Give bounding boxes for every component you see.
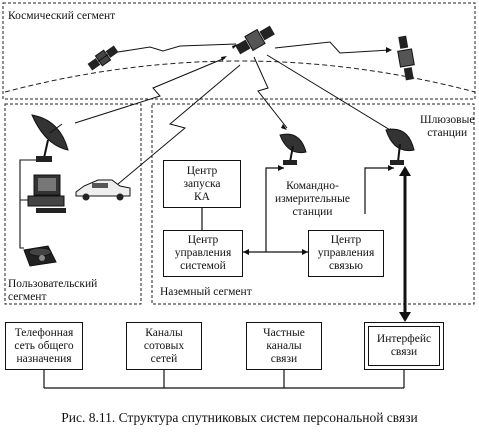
user-dish-icon bbox=[31, 114, 69, 162]
satellite-icon bbox=[87, 45, 119, 71]
phone-network-text: Телефонная сеть общего назначения bbox=[14, 326, 74, 365]
figure-caption: Рис. 8.11. Структура спутниковых систем … bbox=[61, 410, 418, 425]
satellite-icon bbox=[235, 25, 275, 55]
command-stations-label: Командно- измерительные станции bbox=[275, 180, 350, 218]
comm-interface-box: Интерфейс связи bbox=[364, 322, 444, 370]
launch-center-box: Центр запуска КА bbox=[163, 160, 241, 208]
launch-center-text: Центр запуска КА bbox=[183, 164, 221, 203]
user-wiring bbox=[19, 159, 36, 249]
space-segment-frame bbox=[2, 2, 476, 100]
car-icon bbox=[75, 179, 131, 201]
comm-to-gateway-line bbox=[364, 167, 394, 214]
cellular-channels-box: Каналы сотовых сетей bbox=[126, 322, 202, 370]
comm-control-text: Центр управления связью bbox=[317, 234, 375, 272]
intersat-link bbox=[274, 41, 391, 54]
space-segment-label: Космический сегмент bbox=[8, 10, 116, 22]
ground-segment-label: Наземный сегмент bbox=[160, 286, 252, 298]
comm-control-box: Центр управления связью bbox=[308, 230, 384, 277]
computer-icon bbox=[27, 174, 66, 213]
private-channels-text: Частные каналы связи bbox=[263, 326, 305, 365]
phone-network-box: Телефонная сеть общего назначения bbox=[5, 322, 83, 370]
radio-link bbox=[117, 64, 241, 185]
system-control-text: Центр управления системой bbox=[174, 234, 232, 272]
gateway-stations-label: Шлюзовые станции bbox=[420, 114, 475, 139]
command-dish-icon bbox=[279, 133, 307, 165]
intersat-link bbox=[117, 43, 237, 53]
cellular-channels-text: Каналы сотовых сетей bbox=[143, 326, 185, 365]
radio-link bbox=[74, 57, 226, 124]
phone-icon bbox=[23, 245, 57, 267]
user-segment-frame bbox=[4, 103, 142, 305]
private-channels-box: Частные каналы связи bbox=[246, 322, 322, 370]
radio-link bbox=[253, 56, 288, 129]
system-control-box: Центр управления системой bbox=[163, 230, 243, 277]
gateway-dish-icon bbox=[385, 128, 415, 165]
radio-link bbox=[266, 54, 396, 134]
comm-interface-text: Интерфейс связи bbox=[376, 333, 432, 358]
user-segment-label: Пользовательский сегмент bbox=[8, 278, 98, 303]
satellite-icon bbox=[397, 35, 415, 81]
ground-segment-frame bbox=[151, 103, 475, 305]
